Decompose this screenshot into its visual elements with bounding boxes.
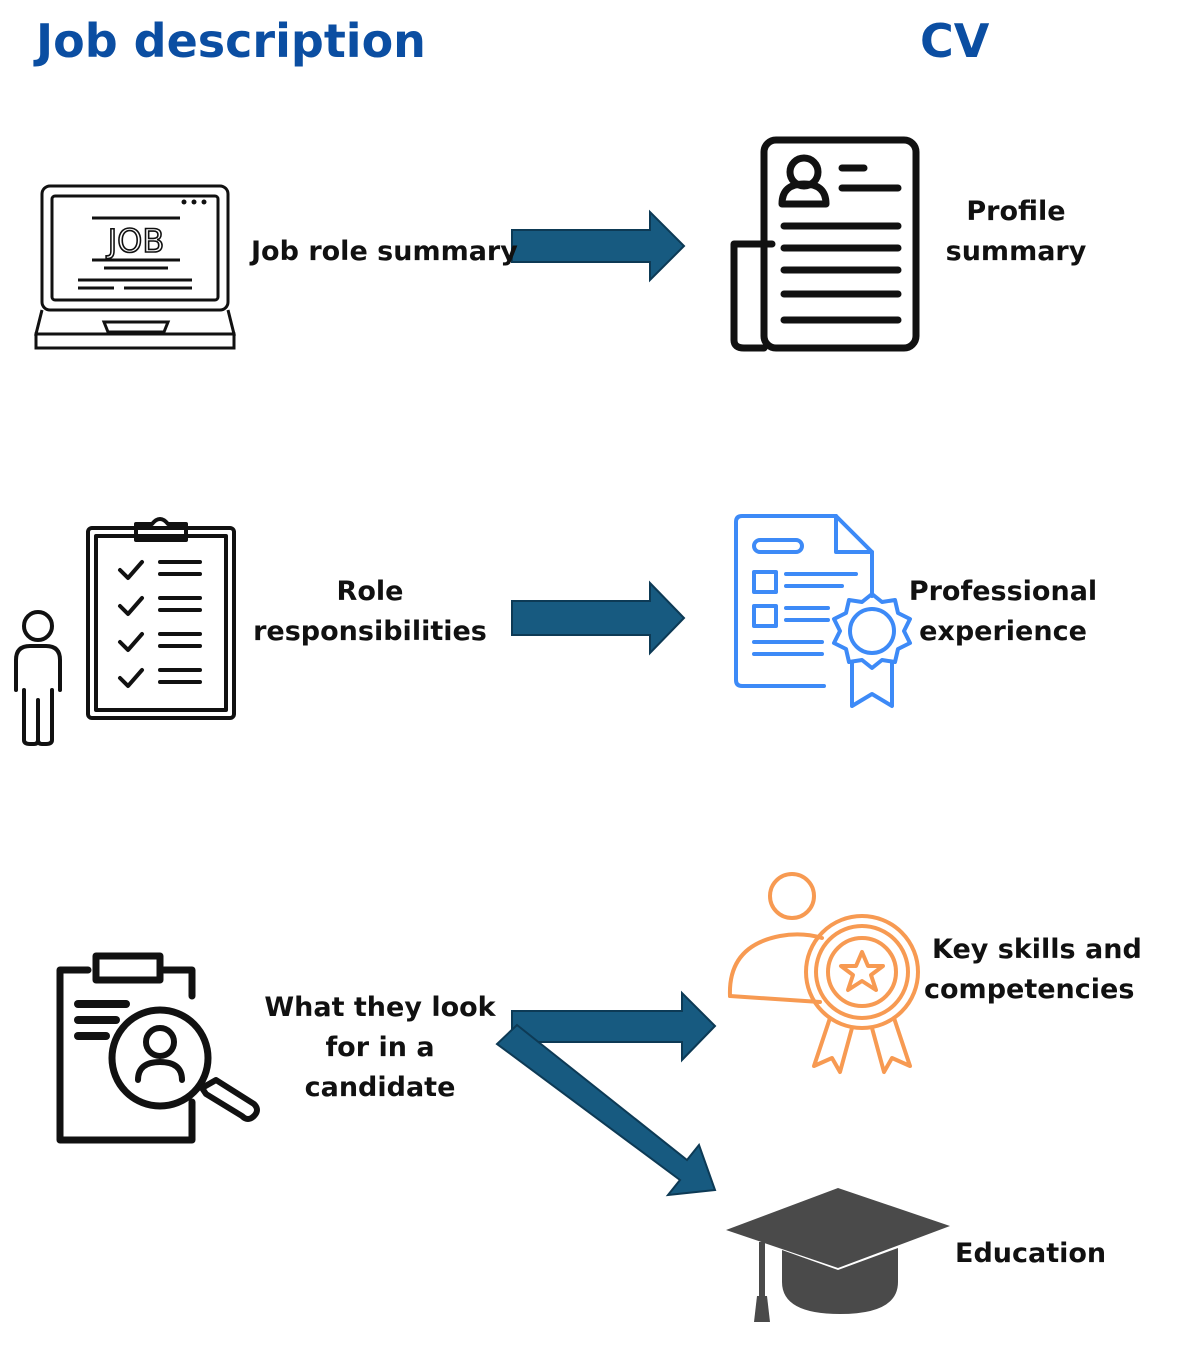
role-responsibilities-label: Role responsibilities xyxy=(253,576,487,647)
job-role-summary-label: Job role summary xyxy=(251,236,518,267)
profile-summary-label: Profile summary xyxy=(945,196,1087,267)
job-description-heading: Job description xyxy=(36,14,426,68)
certificate-document-icon xyxy=(734,514,912,708)
clipboard-checklist-person-icon xyxy=(14,517,236,746)
candidate-requirements-label: What they look for in a candidate xyxy=(264,992,496,1103)
svg-text:JOB: JOB xyxy=(106,222,165,260)
arrow-candidate-to-education xyxy=(495,1023,717,1197)
professional-experience-label: Professional experience xyxy=(908,576,1098,647)
resume-document-icon xyxy=(730,136,920,352)
person-award-icon xyxy=(727,872,920,1074)
cv-heading: CV xyxy=(920,14,990,68)
graduation-cap-icon xyxy=(726,1188,950,1322)
laptop-job-icon: JOB xyxy=(34,184,236,350)
education-label: Education xyxy=(955,1238,1107,1269)
arrow-candidate-to-skills xyxy=(511,990,717,1063)
candidate-search-icon xyxy=(56,952,260,1144)
arrow-responsibilities-to-experience xyxy=(511,580,686,656)
arrow-job-role-to-profile xyxy=(511,209,686,283)
key-skills-label: Key skills and competencies xyxy=(924,934,1142,1005)
